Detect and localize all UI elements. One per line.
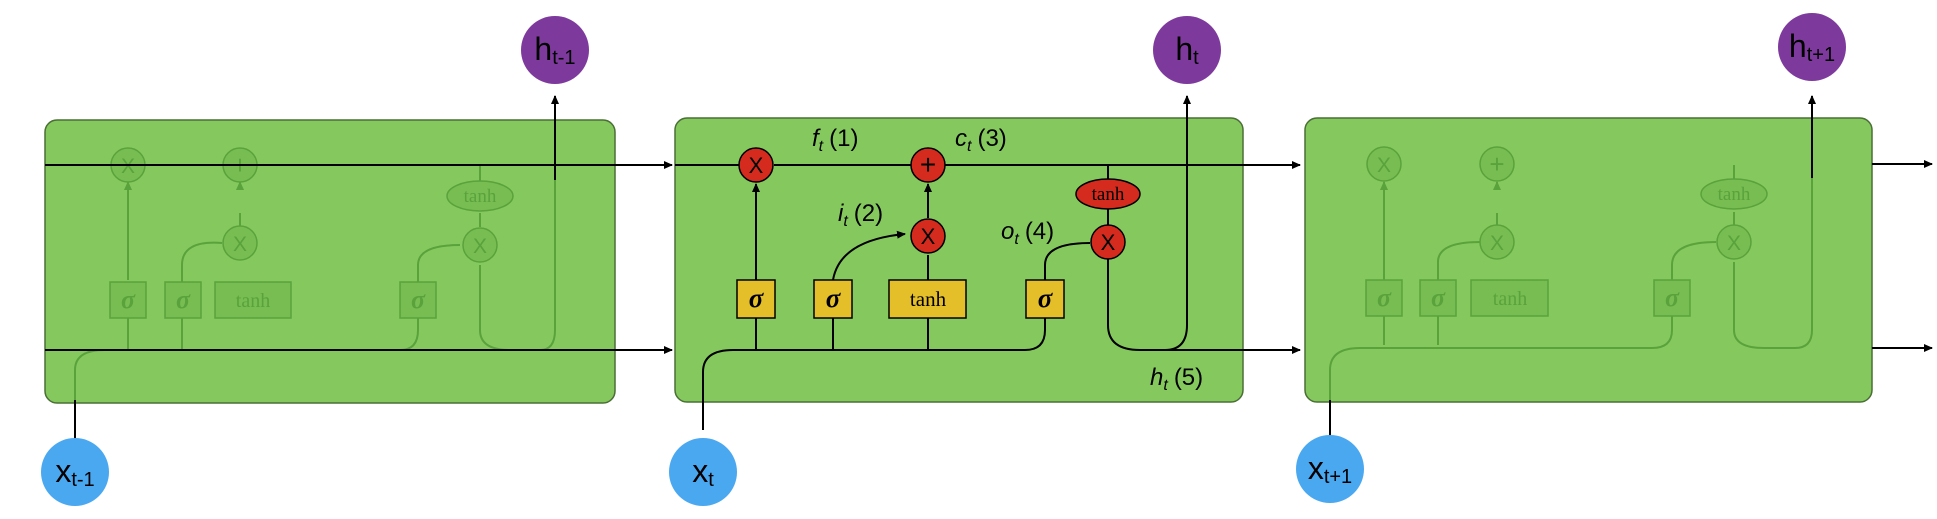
add-symbol: + bbox=[920, 149, 936, 180]
h-next-node bbox=[1778, 13, 1846, 81]
cell-next-forget-multiply bbox=[1366, 146, 1402, 182]
input-nodes: xt-1 xt xt+1 bbox=[41, 400, 1364, 506]
multiply-symbol: X bbox=[1101, 230, 1116, 255]
h-curr-node bbox=[1153, 16, 1221, 84]
cell-next-tanh bbox=[1700, 178, 1768, 210]
multiply-symbol: X bbox=[1727, 232, 1741, 255]
cell-next-input-multiply bbox=[1479, 224, 1515, 260]
cell-add-node bbox=[910, 147, 946, 183]
cell-prev-output-multiply bbox=[462, 227, 498, 263]
x-prev-node bbox=[41, 438, 109, 506]
forget-multiply-node bbox=[738, 147, 774, 183]
output-gate bbox=[1025, 279, 1065, 319]
tanh-symbol: tanh bbox=[910, 287, 947, 311]
lstm-cell-prev: X + X tanh X σ σ tanh σ bbox=[44, 119, 616, 430]
candidate-gate bbox=[888, 279, 967, 319]
signal-lines bbox=[45, 95, 1933, 430]
add-symbol: + bbox=[1489, 149, 1504, 179]
sigma-symbol: σ bbox=[176, 285, 191, 314]
multiply-symbol: X bbox=[1377, 154, 1391, 177]
label-input: it(2) bbox=[838, 200, 883, 230]
cell-next-input-gate bbox=[1419, 279, 1457, 317]
cell-prev-candidate-gate bbox=[214, 281, 292, 319]
multiply-symbol: X bbox=[473, 235, 487, 258]
equation-labels: ft(1) ct(3) it(2) ot(4) ht(5) bbox=[812, 125, 1203, 394]
multiply-symbol: X bbox=[921, 224, 936, 249]
label-forget: ft(1) bbox=[812, 125, 858, 155]
x-next-label: xt+1 bbox=[1308, 450, 1352, 488]
cell-prev-output-gate bbox=[399, 281, 437, 319]
sigma-symbol: σ bbox=[1038, 283, 1054, 313]
multiply-symbol: X bbox=[749, 153, 764, 178]
sigma-symbol: σ bbox=[1665, 283, 1680, 312]
multiply-symbol: X bbox=[121, 155, 135, 178]
cell-next-output-gate bbox=[1653, 279, 1691, 317]
h-prev-label: ht-1 bbox=[534, 31, 575, 69]
sigma-symbol: σ bbox=[1377, 283, 1392, 312]
cell-next-forget-gate bbox=[1365, 279, 1403, 317]
tanh-symbol: tanh bbox=[1718, 184, 1751, 205]
label-cell: ct(3) bbox=[955, 125, 1007, 155]
cell-prev-tanh bbox=[446, 180, 514, 212]
input-multiply-node bbox=[910, 218, 946, 254]
cell-next-add bbox=[1479, 146, 1515, 182]
sigma-symbol: σ bbox=[749, 283, 765, 313]
lstm-cell-next: X + X tanh X σ σ tanh σ bbox=[1304, 117, 1873, 430]
forget-gate bbox=[736, 279, 776, 319]
x-curr-node bbox=[669, 438, 737, 506]
cell-current-ops: X + X tanh X σ σ tanh σ bbox=[736, 147, 1141, 319]
sigma-symbol: σ bbox=[826, 283, 842, 313]
h-next-label: ht+1 bbox=[1789, 28, 1835, 66]
hidden-state-nodes: ht-1 ht ht+1 bbox=[521, 13, 1846, 84]
cell-prev-input-gate bbox=[164, 281, 202, 319]
x-next-node bbox=[1296, 435, 1364, 503]
cell-tanh-node bbox=[1075, 178, 1141, 210]
sigma-symbol: σ bbox=[121, 285, 136, 314]
sigma-symbol: σ bbox=[1431, 283, 1446, 312]
tanh-symbol: tanh bbox=[1092, 184, 1125, 205]
multiply-symbol: X bbox=[1490, 232, 1504, 255]
cell-next-candidate-gate bbox=[1470, 279, 1549, 317]
tanh-symbol: tanh bbox=[464, 186, 497, 207]
x-prev-label: xt-1 bbox=[55, 453, 94, 491]
cell-next-output-multiply bbox=[1716, 224, 1752, 260]
cell-prev-forget-gate bbox=[109, 281, 147, 319]
h-curr-label: ht bbox=[1175, 31, 1199, 69]
cell-prev-input-multiply bbox=[222, 225, 258, 261]
tanh-symbol: tanh bbox=[1493, 288, 1527, 310]
output-multiply-node bbox=[1090, 224, 1126, 260]
x-curr-label: xt bbox=[692, 453, 714, 491]
input-gate bbox=[813, 279, 853, 319]
multiply-symbol: X bbox=[233, 233, 247, 256]
tanh-symbol: tanh bbox=[236, 290, 270, 312]
sigma-symbol: σ bbox=[411, 285, 426, 314]
label-output: ot(4) bbox=[1001, 218, 1054, 248]
h-prev-node bbox=[521, 16, 589, 84]
label-hidden: ht(5) bbox=[1150, 364, 1203, 394]
